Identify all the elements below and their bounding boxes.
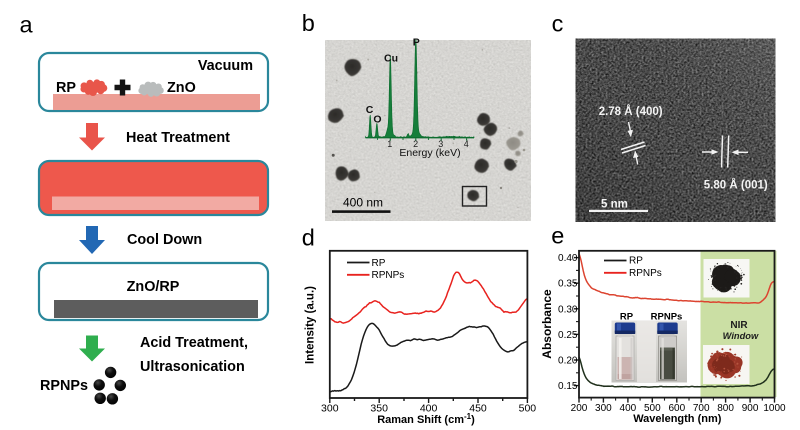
svg-text:800: 800 bbox=[717, 403, 734, 414]
svg-text:P: P bbox=[413, 37, 420, 49]
svg-text:O: O bbox=[373, 114, 381, 126]
svg-text:RP: RP bbox=[629, 256, 643, 267]
svg-text:200: 200 bbox=[571, 403, 588, 414]
svg-text:0.30: 0.30 bbox=[558, 304, 578, 315]
svg-text:0.20: 0.20 bbox=[558, 356, 578, 367]
svg-text:b: b bbox=[302, 10, 315, 36]
svg-text:e: e bbox=[551, 222, 564, 248]
svg-text:600: 600 bbox=[668, 403, 685, 414]
svg-text:300: 300 bbox=[595, 403, 612, 414]
svg-text:Vacuum: Vacuum bbox=[198, 58, 253, 74]
svg-text:RPNPs: RPNPs bbox=[651, 312, 683, 323]
svg-text:0.25: 0.25 bbox=[558, 330, 578, 341]
svg-text:450: 450 bbox=[469, 402, 487, 414]
svg-text:Acid Treatment,: Acid Treatment, bbox=[140, 335, 248, 351]
svg-text:2.78 Å (400): 2.78 Å (400) bbox=[599, 105, 663, 118]
svg-text:Intensity (a.u.): Intensity (a.u.) bbox=[305, 286, 317, 364]
svg-text:0.15: 0.15 bbox=[558, 381, 578, 392]
svg-text:Wavelength (nm): Wavelength (nm) bbox=[633, 413, 722, 425]
svg-text:RPNPs: RPNPs bbox=[629, 268, 662, 279]
svg-text:Window: Window bbox=[723, 331, 759, 341]
svg-text:500: 500 bbox=[519, 402, 537, 414]
svg-text:Energy (keV): Energy (keV) bbox=[399, 147, 460, 159]
svg-text:500: 500 bbox=[644, 403, 661, 414]
svg-text:400 nm: 400 nm bbox=[343, 196, 383, 210]
svg-text:d: d bbox=[302, 225, 315, 251]
svg-text:0.40: 0.40 bbox=[558, 253, 578, 264]
svg-text:5.80 Å (001): 5.80 Å (001) bbox=[704, 178, 768, 191]
svg-text:ZnO: ZnO bbox=[167, 80, 196, 96]
svg-text:700: 700 bbox=[693, 403, 710, 414]
svg-text:Cu: Cu bbox=[384, 53, 398, 65]
svg-text:ZnO/RP: ZnO/RP bbox=[127, 279, 180, 295]
svg-text:RP: RP bbox=[620, 312, 634, 323]
svg-text:Cool Down: Cool Down bbox=[127, 232, 202, 248]
svg-text:0.35: 0.35 bbox=[558, 279, 578, 290]
svg-text:c: c bbox=[552, 11, 564, 37]
svg-text:2: 2 bbox=[413, 139, 418, 149]
svg-text:Ultrasonication: Ultrasonication bbox=[140, 359, 245, 375]
svg-text:RP: RP bbox=[56, 80, 76, 96]
svg-text:C: C bbox=[366, 104, 374, 116]
svg-text:400: 400 bbox=[420, 402, 438, 414]
svg-text:RPNPs: RPNPs bbox=[372, 270, 405, 281]
svg-text:RP: RP bbox=[372, 258, 386, 269]
svg-text:1: 1 bbox=[387, 139, 392, 149]
svg-text:Raman Shift (cm-1): Raman Shift (cm-1) bbox=[377, 412, 475, 427]
svg-text:3: 3 bbox=[438, 139, 443, 149]
svg-text:RPNPs: RPNPs bbox=[40, 378, 88, 394]
svg-text:1000: 1000 bbox=[763, 403, 786, 414]
svg-text:900: 900 bbox=[742, 403, 759, 414]
svg-text:NIR: NIR bbox=[730, 320, 748, 331]
svg-text:Absorbance: Absorbance bbox=[540, 289, 554, 359]
svg-text:400: 400 bbox=[620, 403, 637, 414]
svg-text:5 nm: 5 nm bbox=[601, 199, 628, 211]
svg-text:Heat Treatment: Heat Treatment bbox=[126, 130, 230, 146]
svg-text:4: 4 bbox=[464, 139, 469, 149]
svg-text:350: 350 bbox=[370, 402, 388, 414]
svg-text:a: a bbox=[20, 12, 34, 38]
svg-text:300: 300 bbox=[321, 402, 339, 414]
